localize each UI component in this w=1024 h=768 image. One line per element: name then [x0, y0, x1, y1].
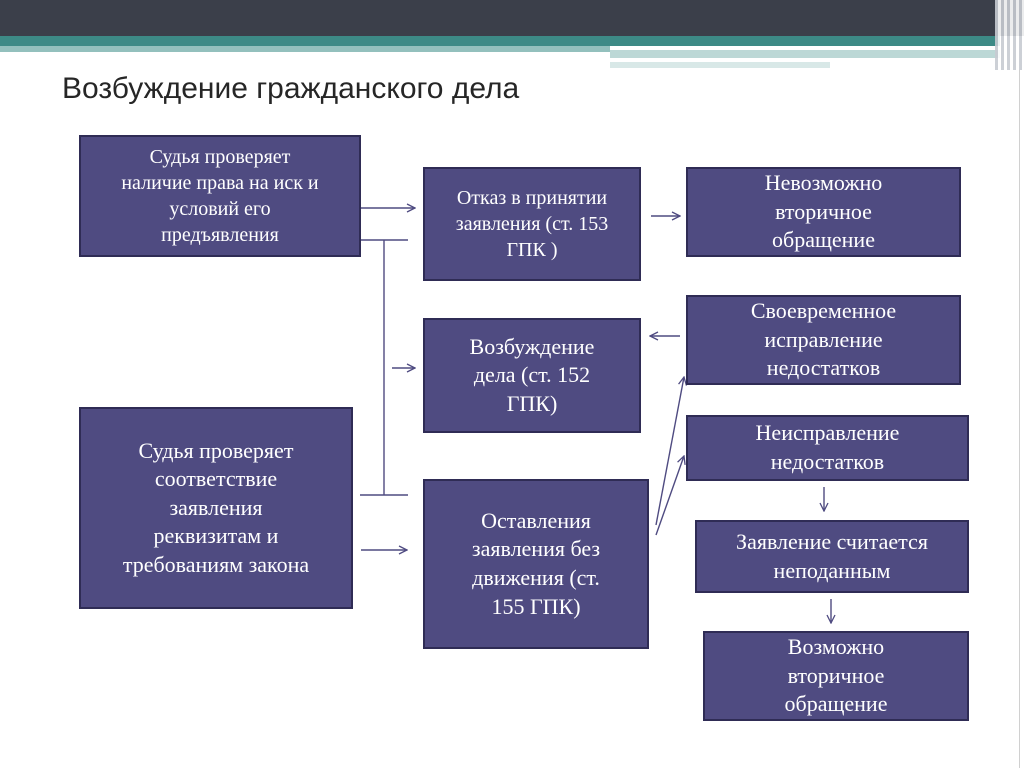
arrow-leaving-to-noncorrection: [655, 456, 684, 536]
decor-stripe: [610, 62, 830, 68]
box-judge-checks-requisites: Судья проверяет соответствие заявления р…: [79, 407, 353, 609]
decor-frame: [1019, 70, 1020, 768]
box-timely-correction: Своевременное исправление недостатков: [686, 295, 961, 385]
box-initiation: Возбуждение дела (ст. 152 ГПК): [423, 318, 641, 433]
decor-stripe: [0, 36, 1000, 46]
header-bar: [0, 0, 1024, 36]
box-impossible-reappeal: Невозможно вторичное обращение: [686, 167, 961, 257]
arrow-leaving-to-correction: [655, 377, 684, 526]
box-judge-checks-right: Судья проверяет наличие права на иск и у…: [79, 135, 361, 257]
box-leaving-without-motion: Оставления заявления без движения (ст. 1…: [423, 479, 649, 649]
decor-edge: [995, 0, 1024, 70]
slide-title: Возбуждение гражданского дела: [62, 72, 520, 105]
box-considered-not-filed: Заявление считается неподанным: [695, 520, 969, 593]
box-refusal: Отказ в принятии заявления (ст. 153 ГПК …: [423, 167, 641, 281]
box-possible-reappeal: Возможно вторичное обращение: [703, 631, 969, 721]
decor-stripe: [610, 50, 1000, 58]
decor-stripe: [0, 46, 610, 52]
box-non-correction: Неисправление недостатков: [686, 415, 969, 481]
